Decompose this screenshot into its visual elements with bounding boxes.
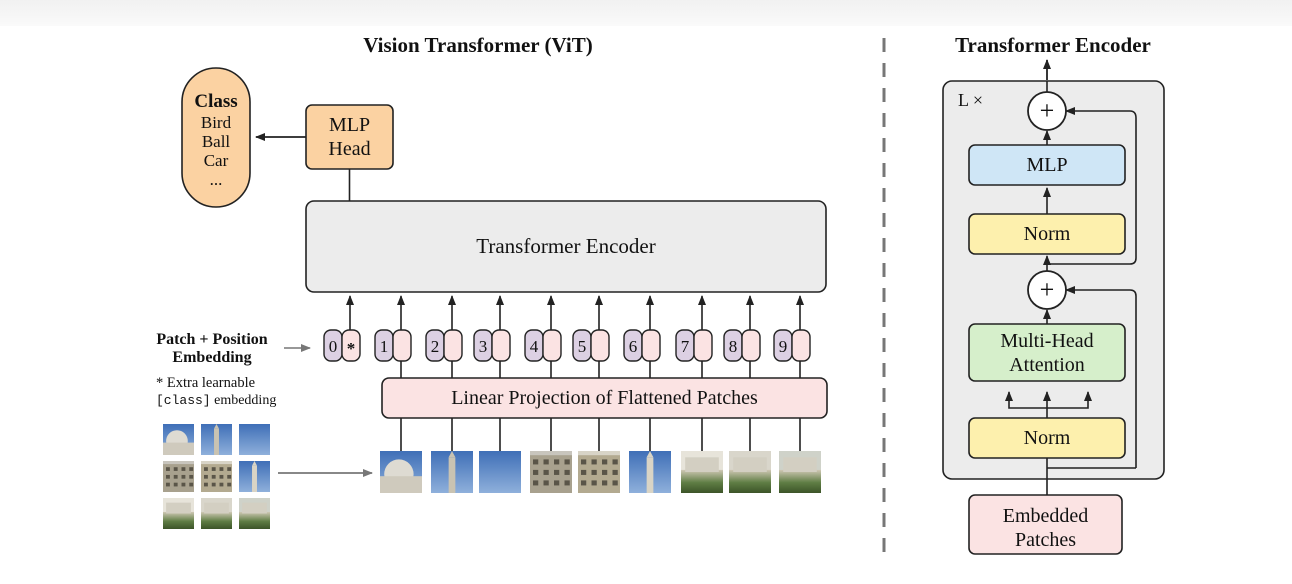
class-item: ...	[210, 170, 223, 189]
flattened-patch	[380, 451, 422, 493]
transformer-encoder-label: Transformer Encoder	[476, 234, 655, 258]
embedding-token: 0*	[323, 295, 361, 362]
extra-note-line: * Extra learnable	[156, 375, 255, 391]
mlp-label: MLP	[1026, 154, 1067, 176]
image-grid-patch	[201, 498, 232, 529]
patch-embedding	[590, 329, 610, 362]
input-image-grid	[163, 424, 270, 529]
mlp-head-box: MLP Head	[305, 104, 394, 170]
patch-embedding	[693, 329, 713, 362]
patch-embedding	[443, 329, 463, 362]
extra-note-rest: embedding	[211, 393, 277, 408]
patch-embedding	[791, 329, 811, 362]
image-grid-patch	[239, 461, 270, 492]
embedding-token: 3	[473, 295, 511, 378]
embedding-label: Patch + Position	[156, 331, 267, 348]
patch-embedding	[392, 329, 412, 362]
patch-embedding	[491, 329, 511, 362]
position-number: 2	[431, 337, 440, 356]
plus-sign: +	[1040, 275, 1055, 304]
mlp-head-label: MLP	[329, 114, 370, 136]
image-grid-patch	[163, 424, 194, 455]
embedding-label: Embedding	[172, 349, 251, 366]
multi-head-attention-box: Multi-Head Attention	[968, 323, 1126, 382]
vit-title: Vision Transformer (ViT)	[363, 33, 592, 57]
class-code: [class]	[156, 393, 211, 408]
class-token	[341, 329, 361, 362]
norm-box-upper: Norm	[968, 213, 1126, 255]
patch-embedding	[741, 329, 761, 362]
class-output-box: Class Bird Ball Car ...	[181, 67, 251, 208]
embedded-patches-label: Patches	[1015, 529, 1076, 551]
position-number: 7	[681, 337, 690, 356]
patch-embedding	[542, 329, 562, 362]
norm-box-lower: Norm	[968, 417, 1126, 459]
norm-label: Norm	[1024, 223, 1071, 245]
norm-label: Norm	[1024, 427, 1071, 449]
class-token-mark: *	[347, 339, 356, 358]
embedding-token: 6	[623, 295, 661, 378]
mlp-head-label: Head	[328, 138, 370, 160]
flattened-patch	[479, 451, 521, 493]
position-number: 3	[479, 337, 488, 356]
position-number: 6	[629, 337, 638, 356]
position-number: 8	[729, 337, 738, 356]
flattened-patch	[629, 451, 671, 493]
position-number: 9	[779, 337, 788, 356]
class-heading: Class	[194, 91, 237, 112]
patch-embedding	[641, 329, 661, 362]
residual-path-2	[1047, 107, 1137, 265]
position-number: 1	[380, 337, 389, 356]
attention-label: Multi-Head	[1000, 330, 1093, 352]
top-bar	[0, 0, 1292, 26]
embedded-patches-label: Embedded	[1003, 505, 1089, 527]
image-grid-patch	[239, 424, 270, 455]
embedding-token: 5	[572, 295, 610, 378]
transformer-encoder-box: Transformer Encoder	[305, 200, 827, 293]
position-number: 0	[329, 337, 338, 356]
flattened-patch	[779, 451, 821, 493]
qkv-arrow	[1005, 391, 1047, 409]
image-grid-patch	[163, 498, 194, 529]
position-number: 4	[530, 337, 539, 356]
image-grid-patch	[163, 461, 194, 492]
embedding-token: 8	[723, 295, 761, 378]
residual-path-1	[1065, 286, 1137, 468]
qkv-arrow	[1047, 391, 1092, 409]
repeat-label: L ×	[958, 90, 983, 110]
flattened-patch	[578, 451, 620, 493]
plus-sign: +	[1040, 96, 1055, 125]
embedded-patches-box: Embedded Patches	[968, 494, 1123, 555]
mlp-box: MLP	[968, 144, 1126, 186]
encoder-detail-title: Transformer Encoder	[955, 33, 1151, 57]
position-number: 5	[578, 337, 587, 356]
image-grid-patch	[201, 424, 232, 455]
attention-label: Attention	[1009, 354, 1085, 376]
linear-projection-label: Linear Projection of Flattened Patches	[451, 387, 758, 409]
image-grid-patch	[239, 498, 270, 529]
add-node-lower: +	[1027, 270, 1067, 310]
add-node-upper: +	[1027, 91, 1067, 131]
embedding-token: 2	[425, 295, 463, 378]
flattened-patch	[530, 451, 572, 493]
embedding-token: 7	[675, 295, 713, 378]
flattened-patch-row	[380, 418, 821, 493]
image-grid-patch	[201, 461, 232, 492]
flattened-patch	[681, 451, 723, 493]
embedding-token: 9	[773, 295, 811, 378]
flattened-patch	[729, 451, 771, 493]
linear-projection-box: Linear Projection of Flattened Patches	[381, 377, 828, 419]
embedding-token: 1	[374, 295, 412, 378]
class-item: Bird	[201, 113, 232, 132]
class-item: Car	[204, 151, 229, 170]
class-item: Ball	[202, 132, 231, 151]
extra-note-line: [class] embedding	[156, 393, 276, 408]
flattened-patch	[431, 451, 473, 493]
embedding-token: 4	[524, 295, 562, 378]
